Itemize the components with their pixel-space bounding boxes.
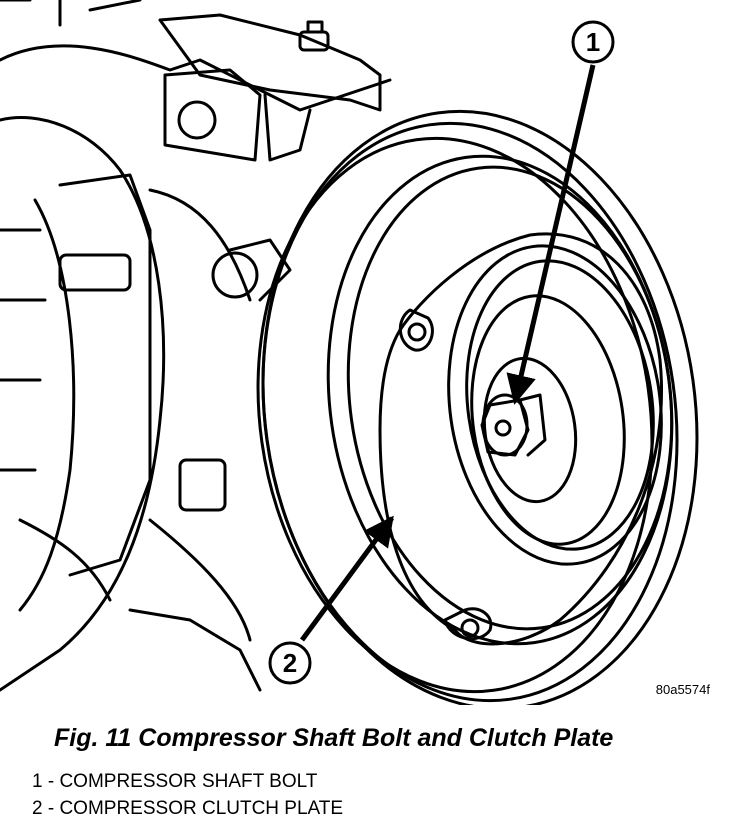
figure-caption: Fig. 11 Compressor Shaft Bolt and Clutch…	[54, 724, 614, 752]
legend-list: 1 - COMPRESSOR SHAFT BOLT 2 - COMPRESSOR…	[32, 768, 343, 822]
callout-1: 1	[506, 20, 615, 405]
callout-1-number: 1	[586, 27, 600, 57]
callout-2-leader	[299, 515, 395, 642]
callout-2-number: 2	[283, 648, 297, 678]
callout-2: 2	[268, 515, 395, 685]
compressor-diagram: 1 2 80a5574f	[0, 0, 711, 705]
figure-reference-code: 80a5574f	[656, 682, 711, 697]
legend-item: 1 - COMPRESSOR SHAFT BOLT	[32, 771, 318, 792]
compressor-body	[0, 0, 392, 692]
shaft-bolt	[480, 393, 547, 457]
callout-1-leader	[506, 64, 596, 405]
clutch-pulley	[256, 109, 699, 705]
legend-item: 2 - COMPRESSOR CLUTCH PLATE	[32, 798, 344, 819]
